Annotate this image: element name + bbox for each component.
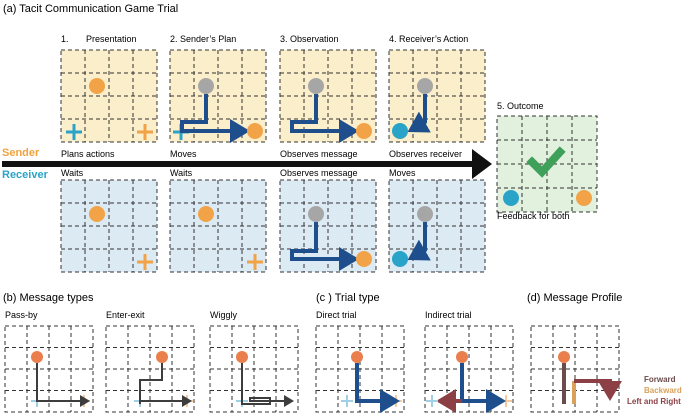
legend-backward: Backward (644, 386, 682, 395)
enter-exit-path-arrow (139, 363, 192, 407)
message-type-enter-exit: Enter-exit (106, 310, 145, 320)
panel-b-title: (b) Message types (3, 292, 94, 304)
planned-path-arrow (180, 94, 250, 143)
target-token-orange (576, 190, 592, 206)
pass-by-path-arrow (36, 363, 90, 407)
sender-action-2: Moves (170, 149, 197, 159)
receiver-label: Receiver (2, 169, 49, 181)
receiver-token-blue (392, 251, 408, 267)
receiver-action-1: Waits (61, 168, 84, 178)
direct-path-arrow (355, 363, 400, 413)
panel-d-title: (d) Message Profile (527, 292, 622, 304)
message-path-arrow (290, 94, 359, 143)
timeline-bar (2, 161, 480, 167)
sender-token-gray (417, 78, 433, 94)
receiver-token-blue (392, 123, 408, 139)
plus-icon-orange (247, 254, 263, 270)
timeline-arrowhead (472, 149, 492, 179)
grid-pass-by (4, 325, 94, 413)
step-1-number: 1. (61, 34, 69, 44)
receiver-token-blue (503, 190, 519, 206)
sender-token-tomato (558, 351, 570, 363)
plus-icon-orange (137, 124, 153, 140)
plus-icon-light-blue (341, 395, 353, 407)
target-token-orange (247, 123, 263, 139)
grid-receiver-1 (60, 179, 158, 273)
check-icon (526, 146, 566, 178)
plus-icon-light-blue (426, 395, 438, 407)
receiver-path-arrow (407, 94, 431, 133)
legend-left-and-right: Left and Right (627, 397, 681, 406)
profile-left-right-path (574, 379, 622, 401)
target-token-orange (89, 206, 105, 222)
grid-enter-exit (105, 325, 195, 413)
target-token-orange (89, 78, 105, 94)
receiver-path-arrow (407, 222, 431, 261)
sender-action-3: Observes message (280, 149, 358, 159)
target-token-orange (356, 123, 372, 139)
sender-token-tomato (156, 351, 168, 363)
sender-action-4: Observes receiver (389, 149, 462, 159)
grid-wiggly (209, 325, 299, 413)
panel-a-title: (a) Tacit Communication Game Trial (3, 3, 178, 15)
grid-sender-1 (60, 49, 158, 143)
wiggly-path-arrow (241, 363, 294, 407)
sender-token-gray (308, 78, 324, 94)
step-5-label: 5. Outcome (497, 101, 544, 111)
sender-token-tomato (351, 351, 363, 363)
message-path-arrow (290, 222, 359, 271)
message-type-wiggly: Wiggly (210, 310, 238, 320)
target-token-orange (198, 206, 214, 222)
target-token-orange (356, 251, 372, 267)
panel-c-title: (c ) Trial type (316, 292, 380, 304)
step-4-label: 4. Receiver’s Action (389, 34, 468, 44)
legend-forward: Forward (644, 375, 676, 384)
sender-token-gray (308, 206, 324, 222)
step-3-label: 3. Observation (280, 34, 339, 44)
message-type-pass-by: Pass-by (5, 310, 38, 320)
sender-label: Sender (2, 147, 40, 159)
receiver-action-2: Waits (170, 168, 193, 178)
grid-receiver-2 (169, 179, 267, 273)
trial-type-indirect: Indirect trial (425, 310, 472, 320)
step-2-label: 2. Sender’s Plan (170, 34, 236, 44)
sender-action-1: Plans actions (61, 149, 115, 159)
receiver-action-4: Moves (389, 168, 416, 178)
plus-icon-blue (66, 124, 82, 140)
trial-type-direct: Direct trial (316, 310, 357, 320)
sender-token-tomato (236, 351, 248, 363)
sender-token-gray (198, 78, 214, 94)
plus-icon-orange (137, 254, 153, 270)
receiver-action-3: Observes message (280, 168, 358, 178)
sender-token-gray (417, 206, 433, 222)
feedback-label: Feedback for both (497, 211, 570, 221)
sender-token-tomato (456, 351, 468, 363)
grid-sender-2 (169, 49, 267, 143)
step-1-label: Presentation (86, 34, 137, 44)
sender-token-tomato (31, 351, 43, 363)
